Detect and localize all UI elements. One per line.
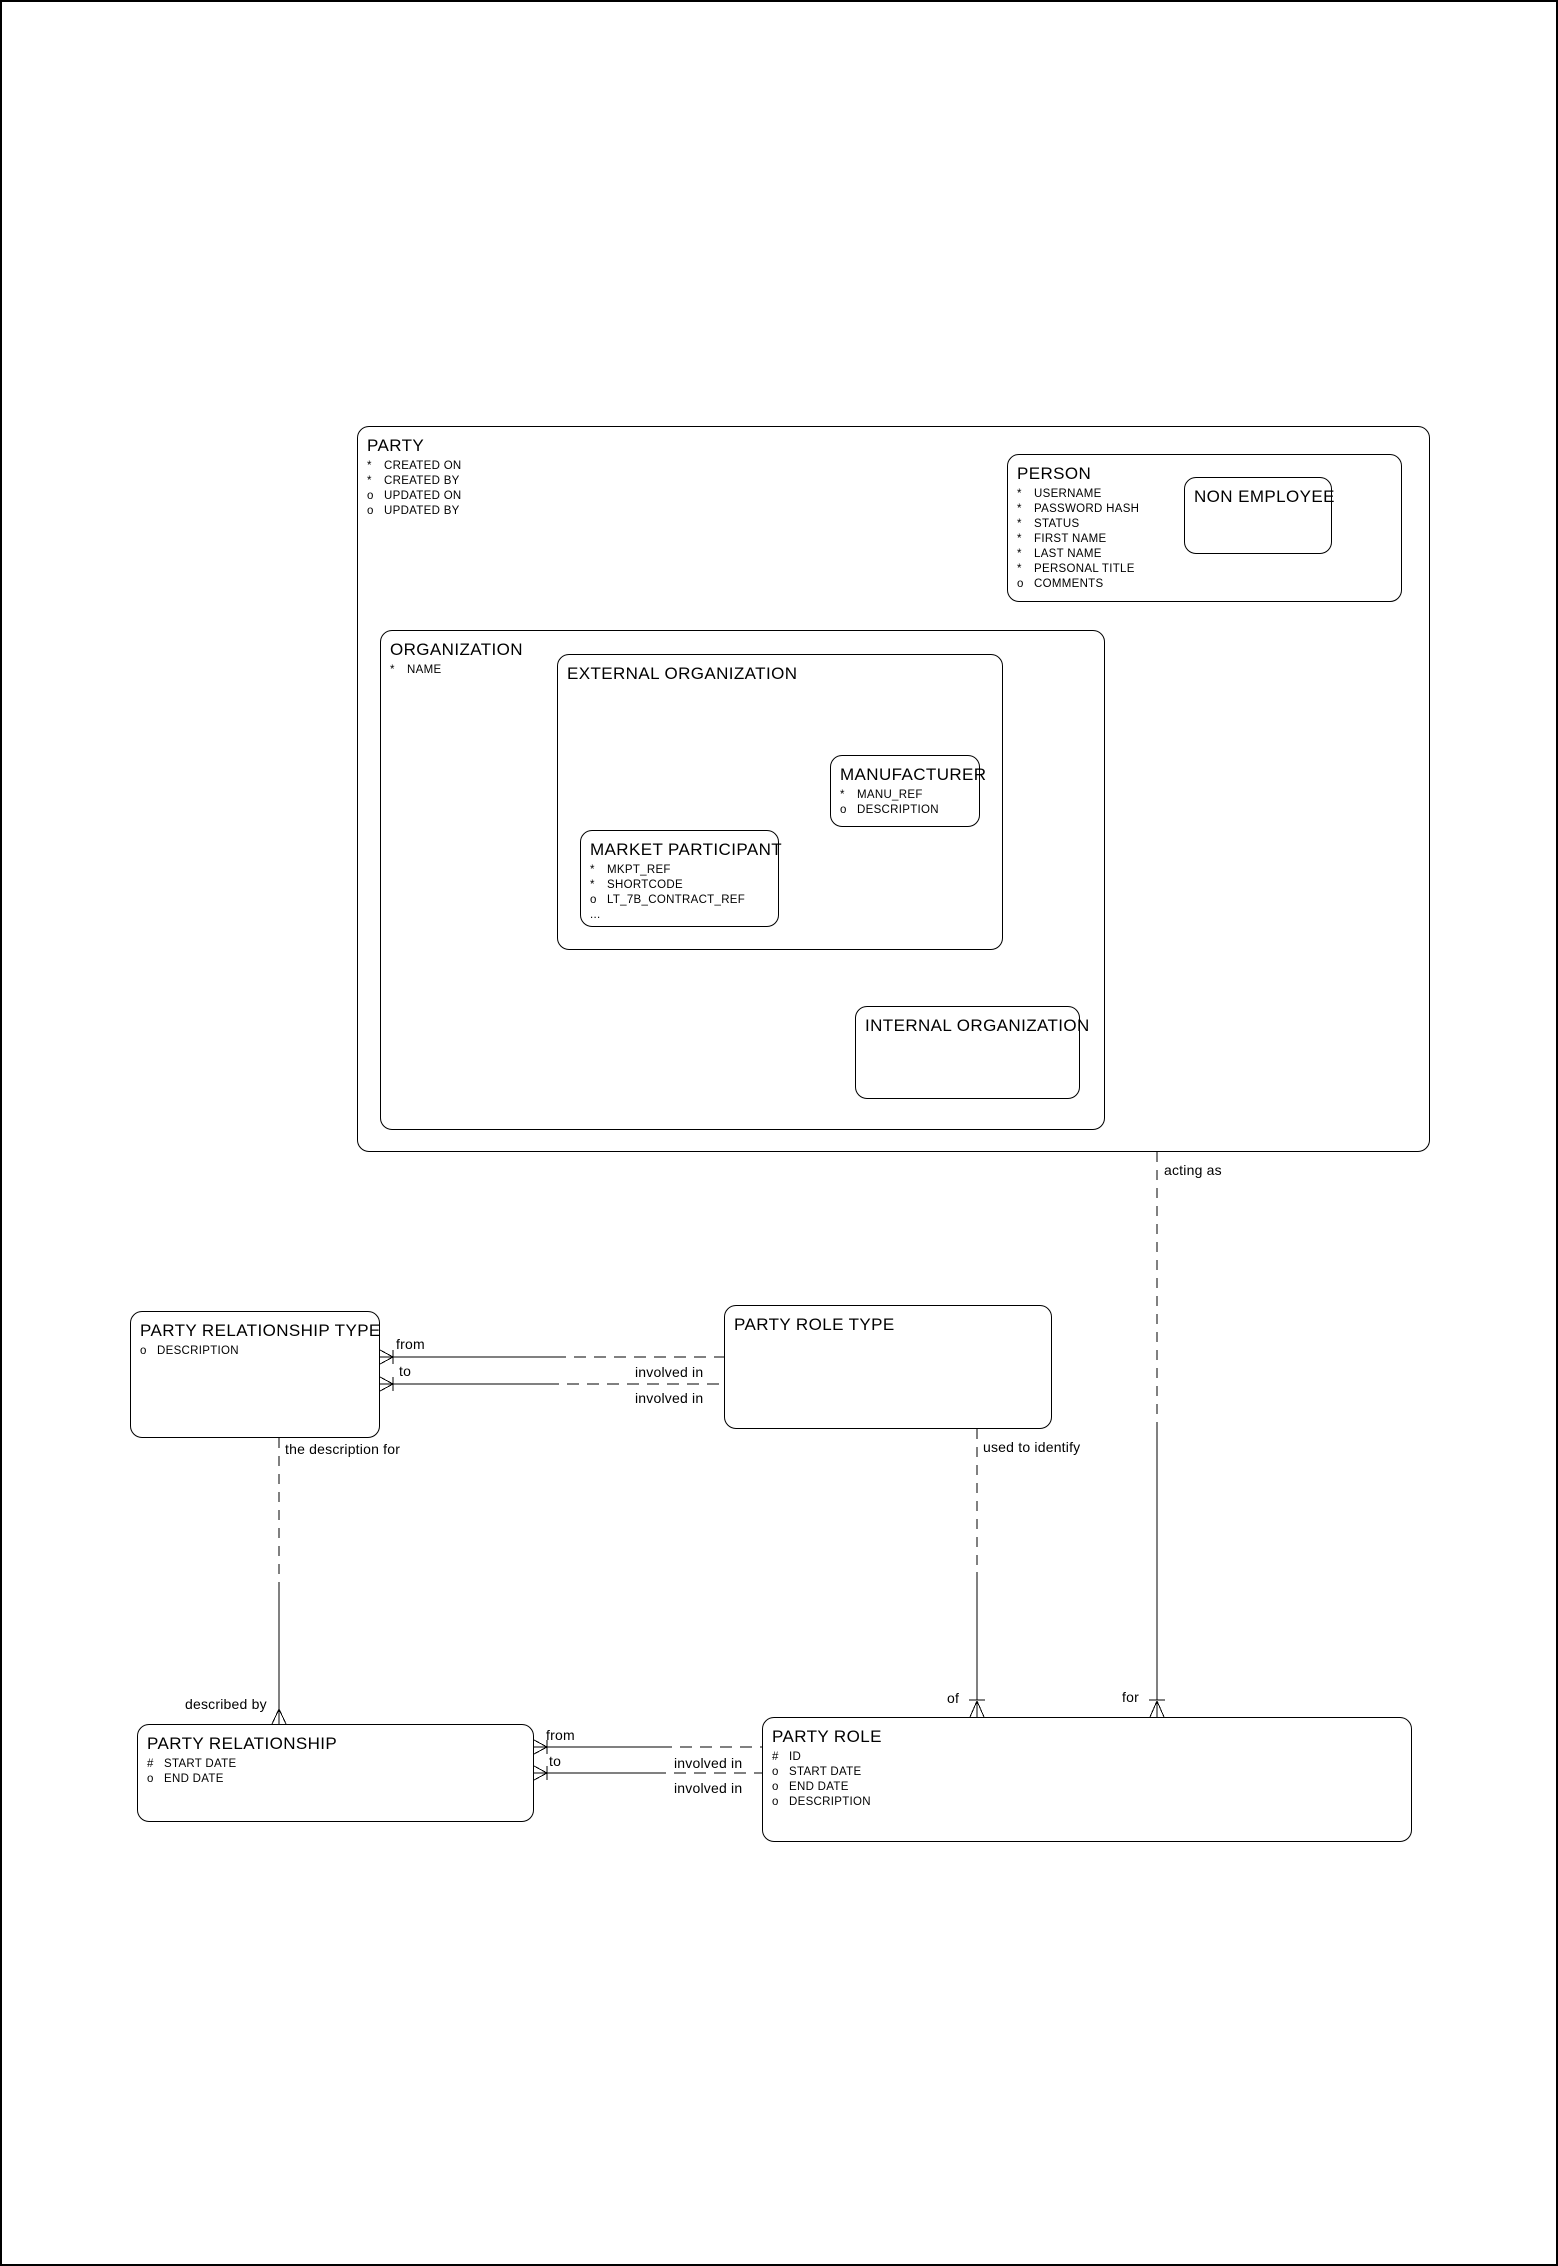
relationship-label-involved-in: involved in [635, 1390, 704, 1406]
attribute-row: *FIRST NAME [1017, 533, 1107, 545]
attribute-row: *SHORTCODE [590, 879, 683, 891]
attribute-row: *MKPT_REF [590, 864, 671, 876]
entity-title: PARTY ROLE [772, 1727, 882, 1746]
relationship-label-involved-in: involved in [674, 1780, 743, 1796]
attribute-row: *CREATED BY [367, 475, 460, 487]
relationship-label-used-to-identify: used to identify [983, 1439, 1081, 1455]
entity-title: PARTY ROLE TYPE [734, 1315, 895, 1334]
relationship-label-for: for [1122, 1689, 1139, 1705]
attribute-row: *CREATED ON [367, 460, 462, 472]
attribute-row: *MANU_REF [840, 789, 923, 801]
entity-title: INTERNAL ORGANIZATION [865, 1016, 1090, 1035]
relationship-label-the-description-for: the description for [285, 1441, 401, 1457]
entity-party-role-type[interactable]: PARTY ROLE TYPE [724, 1305, 1052, 1429]
entity-title: NON EMPLOYEE [1194, 487, 1335, 506]
attribute-row: *PERSONAL TITLE [1017, 563, 1135, 575]
attribute-row: *NAME [390, 664, 442, 676]
relationship-label-to: to [399, 1363, 412, 1379]
relationship-label-described-by: described by [185, 1696, 267, 1712]
entity-internal-organization[interactable]: INTERNAL ORGANIZATION [855, 1006, 1090, 1099]
relationship-label-acting-as: acting as [1164, 1162, 1222, 1178]
entity-title: MARKET PARTICIPANT [590, 840, 783, 859]
entity-title: EXTERNAL ORGANIZATION [567, 664, 798, 683]
attribute-list: *NAME [390, 663, 1096, 678]
entity-title: PERSON [1017, 464, 1092, 483]
relationship-label-from: from [396, 1336, 425, 1352]
attribute-row: *STATUS [1017, 518, 1080, 530]
entity-non-employee[interactable]: NON EMPLOYEE [1184, 477, 1335, 554]
attribute-row: *USERNAME [1017, 488, 1102, 500]
relationship-label-from: from [546, 1727, 575, 1743]
entity-title: PARTY RELATIONSHIP [147, 1734, 338, 1753]
attribute-row: #START DATE [147, 1758, 237, 1770]
attribute-row: ... [590, 909, 601, 921]
relationship-label-to: to [549, 1753, 562, 1769]
entity-title: PARTY [367, 436, 425, 455]
entity-market-participant[interactable]: MARKET PARTICIPANT *MKPT_REF *SHORTCODE … [580, 830, 783, 927]
relationship-label-of: of [947, 1690, 960, 1706]
entity-title: MANUFACTURER [840, 765, 987, 784]
relationship-label-involved-in: involved in [635, 1364, 704, 1380]
attribute-row: *LAST NAME [1017, 548, 1102, 560]
entity-title: PARTY RELATIONSHIP TYPE [140, 1321, 381, 1340]
attribute-list: *USERNAME *PASSWORD HASH *STATUS *FIRST … [1017, 487, 1393, 592]
entity-title: ORGANIZATION [390, 640, 523, 659]
relationship-label-involved-in: involved in [674, 1755, 743, 1771]
attribute-row: *PASSWORD HASH [1017, 503, 1140, 515]
attribute-row: #ID [772, 1751, 802, 1763]
